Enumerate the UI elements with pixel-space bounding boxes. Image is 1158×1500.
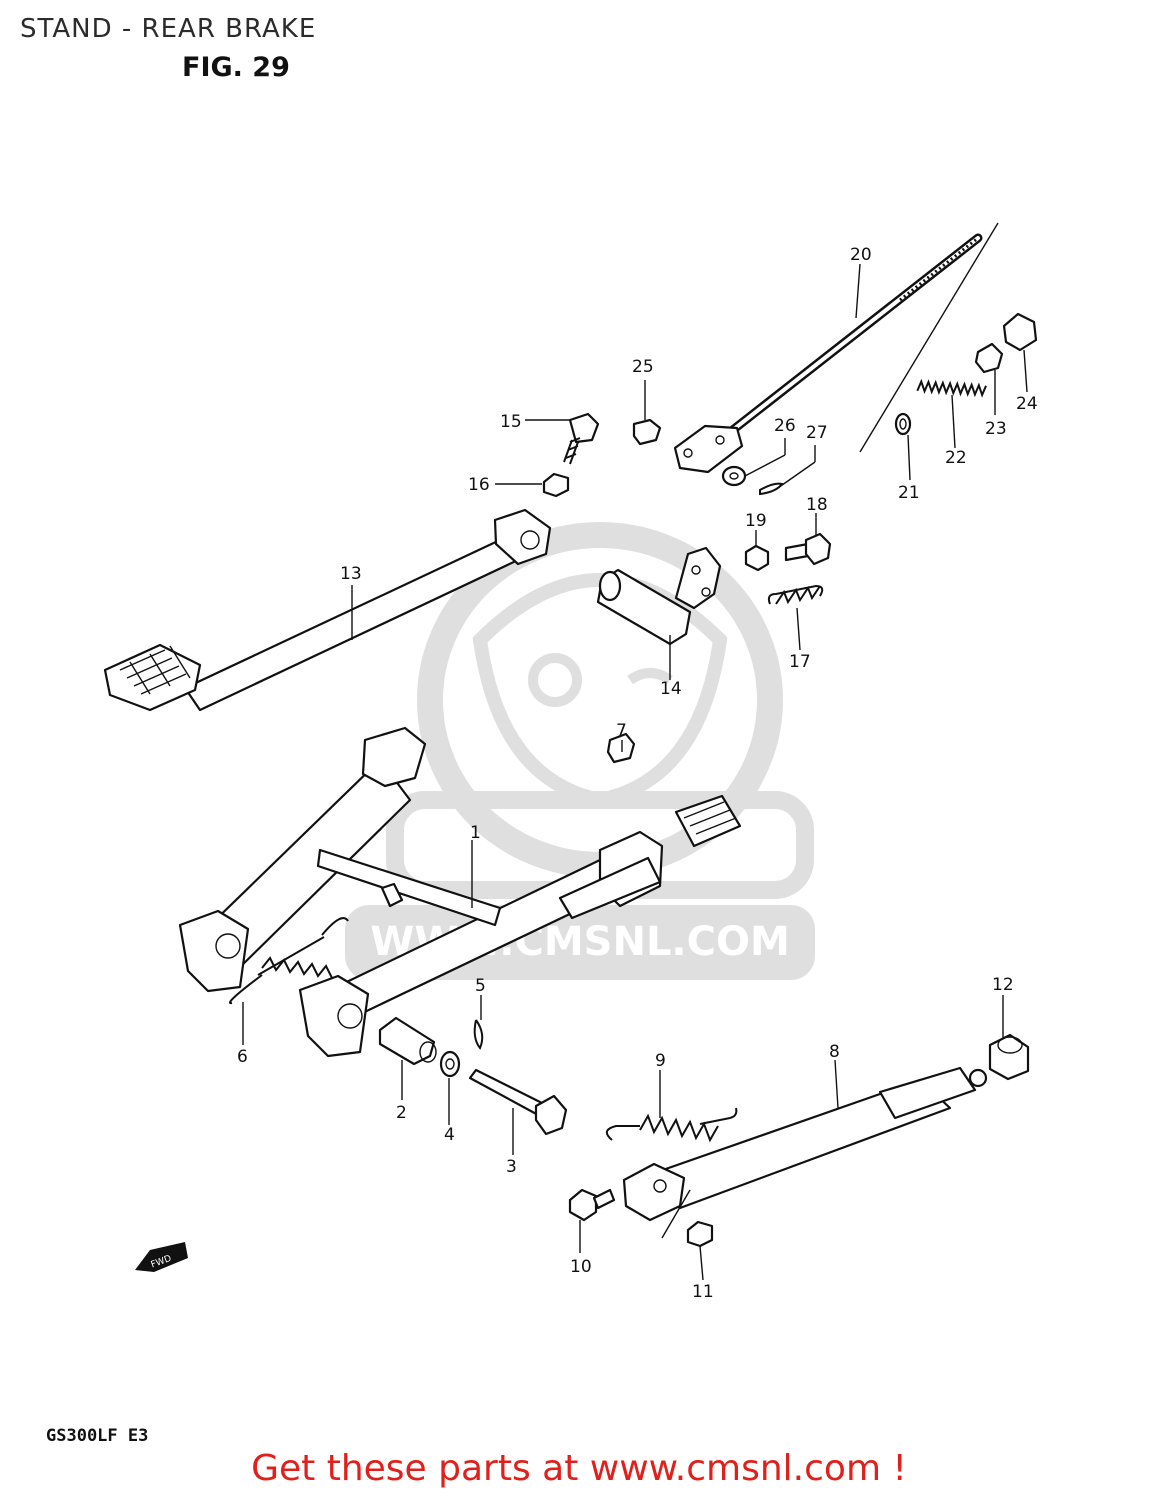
callout-23: 23	[985, 419, 1007, 439]
callout-3: 3	[506, 1157, 517, 1177]
callout-6: 6	[237, 1047, 248, 1067]
part-18-bolt	[784, 532, 832, 566]
callout-9: 9	[655, 1051, 666, 1071]
callout-5: 5	[475, 976, 486, 996]
part-27-cotter-pin	[759, 482, 784, 496]
part-6-spring	[229, 917, 349, 1005]
callout-13: 13	[340, 564, 362, 584]
part-23-joint	[974, 342, 1004, 374]
callout-14: 14	[660, 679, 682, 699]
promo-banner: Get these parts at www.cmsnl.com !	[0, 1448, 1158, 1489]
part-2-collar	[378, 1016, 437, 1066]
callout-18: 18	[806, 495, 828, 515]
page-title: STAND - REAR BRAKE	[20, 14, 317, 44]
part-17-spring	[767, 584, 824, 605]
callout-25: 25	[632, 357, 654, 377]
part-25-pin	[632, 418, 662, 446]
leader-lines	[242, 263, 1028, 1281]
part-7-stopper	[606, 732, 636, 764]
part-26-washer	[721, 465, 747, 487]
callout-19: 19	[745, 511, 767, 531]
callout-10: 10	[570, 1257, 592, 1277]
callout-24: 24	[1016, 394, 1038, 414]
part-1-center-stand	[178, 726, 742, 1058]
part-12-rubber	[988, 1033, 1030, 1081]
part-16-nut	[542, 472, 570, 498]
part-5-clip	[473, 1019, 484, 1050]
part-19-nut	[744, 544, 770, 572]
part-24-adjusting-nut	[1002, 312, 1038, 352]
callout-16: 16	[468, 475, 490, 495]
part-14-brake-shaft	[596, 546, 722, 646]
callout-2: 2	[396, 1103, 407, 1123]
part-22-spring	[916, 378, 987, 398]
part-8-side-stand	[622, 1066, 988, 1222]
callout-20: 20	[850, 245, 872, 265]
callout-22: 22	[945, 448, 967, 468]
callout-4: 4	[444, 1125, 455, 1145]
callout-7: 7	[616, 721, 627, 741]
callout-17: 17	[789, 652, 811, 672]
figure-label: FIG. 29	[182, 52, 290, 83]
callout-27: 27	[806, 423, 828, 443]
callout-12: 12	[992, 975, 1014, 995]
callout-8: 8	[829, 1042, 840, 1062]
part-15-bolt	[563, 412, 600, 465]
part-11-nut	[686, 1220, 714, 1248]
part-10-bolt	[568, 1188, 616, 1222]
part-4-washer	[439, 1050, 461, 1078]
part-3-bolt	[468, 1068, 568, 1136]
callout-26: 26	[774, 416, 796, 436]
callout-11: 11	[692, 1282, 714, 1302]
fwd-arrow-icon: FWD	[135, 1242, 188, 1272]
model-code: GS300LF E3	[46, 1426, 149, 1446]
callout-21: 21	[898, 483, 920, 503]
callout-numbers: 1 2 3 4 5 6 7 8 9 10 11 12 13 14 15 16 1…	[237, 245, 1038, 1302]
callout-1: 1	[470, 823, 481, 843]
part-9-spring	[605, 1107, 738, 1143]
part-21-washer	[894, 412, 912, 436]
part-20-brake-rod	[673, 222, 999, 474]
promo-link[interactable]: Get these parts at www.cmsnl.com !	[251, 1448, 907, 1489]
callout-15: 15	[500, 412, 522, 432]
